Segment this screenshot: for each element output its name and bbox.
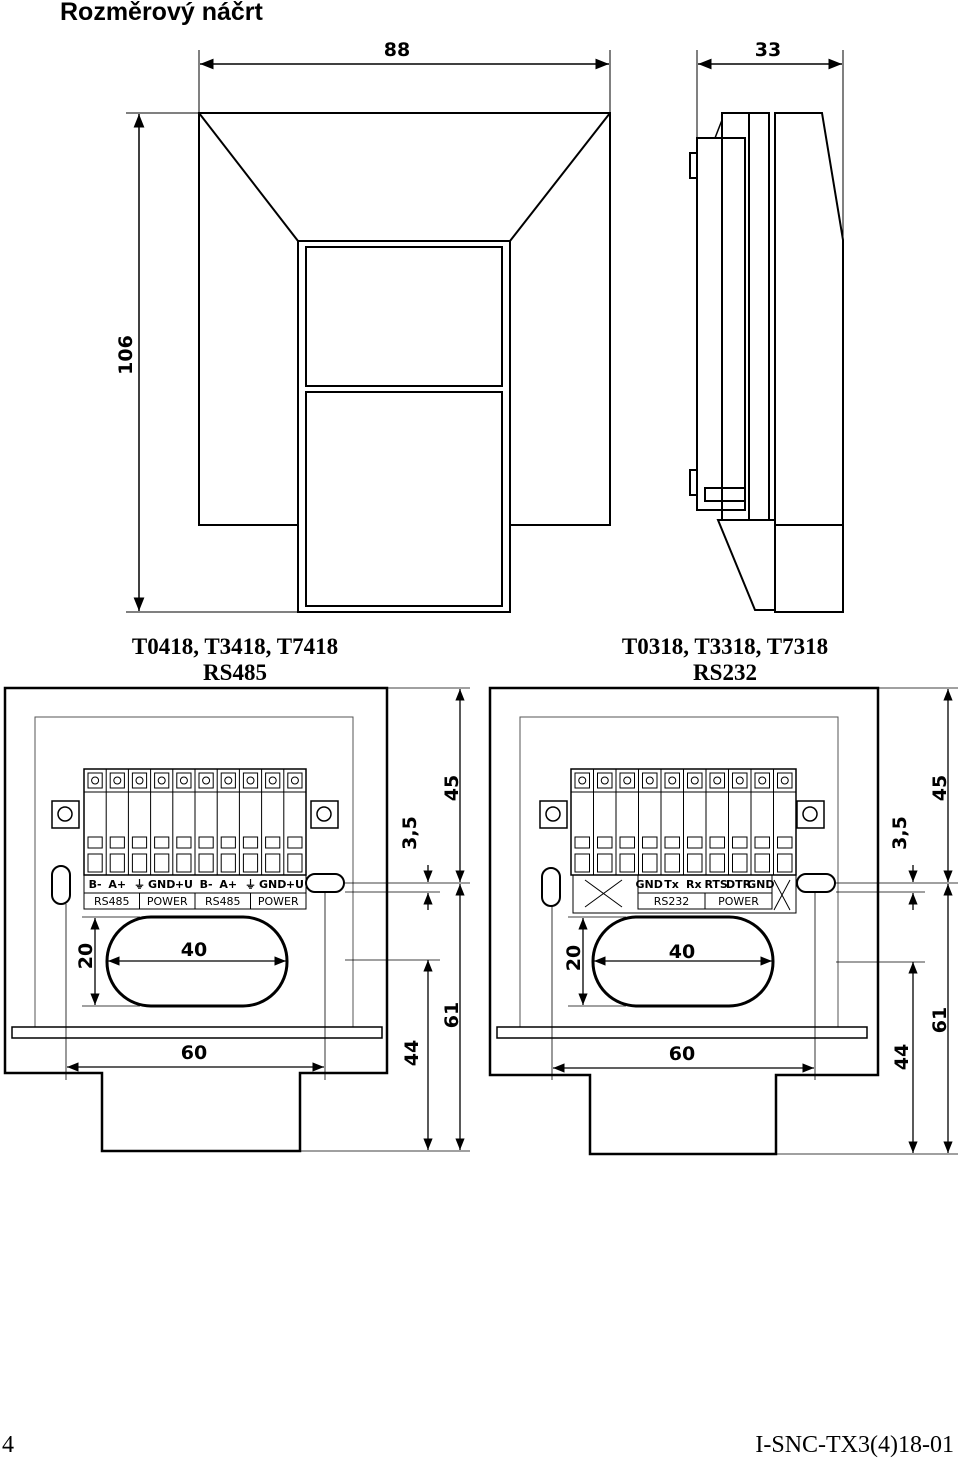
terminal-label: RTS <box>704 878 727 891</box>
terminal-slot <box>265 836 281 849</box>
terminal-screw <box>287 772 303 789</box>
terminal-label: GND <box>747 878 774 891</box>
dim-33: 33 <box>755 39 781 61</box>
terminal-label: B- <box>89 878 102 891</box>
dim-61-right: 61 <box>929 1007 951 1033</box>
terminal-slot <box>642 836 658 849</box>
unused-cross <box>773 879 791 911</box>
terminal-group-label: RS232 <box>654 895 690 908</box>
dim-44-left: 44 <box>401 1040 423 1066</box>
terminal-slot <box>597 836 613 849</box>
dim-3-5-right: 3,5 <box>889 816 911 850</box>
terminal-screw <box>732 772 748 789</box>
terminal-screw <box>687 772 703 789</box>
terminal-label: +U <box>175 878 193 891</box>
dim-20-left: 20 <box>75 943 97 969</box>
terminal-group-label: POWER <box>147 895 188 908</box>
terminal-slot <box>754 836 770 849</box>
dim-61-left: 61 <box>441 1002 463 1028</box>
terminal-label: Tx <box>664 878 679 891</box>
terminal-label: A+ <box>108 878 126 891</box>
dim-60-left: 60 <box>181 1042 207 1064</box>
dim-3-5-left: 3,5 <box>399 816 421 850</box>
terminal-slot <box>242 836 259 849</box>
page-heading: Rozměrový náčrt <box>60 0 263 26</box>
terminal-label: GND <box>259 878 286 891</box>
terminal-screw <box>176 772 192 789</box>
left-module-caption: T0418, T3418, T7418 RS485 <box>110 634 360 686</box>
dim-106: 106 <box>115 335 137 375</box>
document-code: I-SNC-TX3(4)18-01 <box>755 1432 954 1458</box>
terminal-slot <box>220 836 236 849</box>
terminal-screw <box>87 772 103 789</box>
terminal-screw <box>131 772 148 789</box>
terminal-slot <box>131 836 148 849</box>
terminal-screw <box>220 772 236 789</box>
front-view <box>126 50 611 613</box>
terminal-label: +U <box>286 878 304 891</box>
right-interface-label: RS232 <box>693 660 757 685</box>
terminal-screw <box>265 772 281 789</box>
terminal-screw <box>109 772 125 789</box>
terminal-slot <box>687 836 703 849</box>
terminal-slot <box>732 836 748 849</box>
terminal-screw <box>642 772 658 789</box>
terminal-group-label: RS485 <box>205 895 241 908</box>
terminal-label: GND <box>148 878 175 891</box>
dim-40-left: 40 <box>181 939 207 961</box>
page-number: 4 <box>2 1432 14 1458</box>
terminal-label: ⏚ <box>134 878 145 891</box>
dim-88: 88 <box>384 39 410 61</box>
terminal-label: Rx <box>686 878 702 891</box>
left-interface-label: RS485 <box>203 660 267 685</box>
right-module-caption: T0318, T3318, T7318 RS232 <box>600 634 850 686</box>
terminal-slot <box>198 836 214 849</box>
terminal-label: GND <box>635 878 662 891</box>
terminal-screw <box>154 772 170 789</box>
dim-44-right: 44 <box>891 1044 913 1070</box>
terminal-screw <box>619 772 635 789</box>
dim-60-right: 60 <box>669 1043 695 1065</box>
terminal-slot <box>619 836 635 849</box>
terminal-label: A+ <box>219 878 237 891</box>
terminal-screw <box>664 772 680 789</box>
terminal-slot <box>664 836 680 849</box>
dim-20-right: 20 <box>563 945 585 971</box>
terminal-screw <box>597 772 613 789</box>
terminal-slot <box>777 836 793 849</box>
terminal-slot <box>709 836 725 849</box>
dim-45-right: 45 <box>929 775 951 801</box>
terminal-label: B- <box>200 878 213 891</box>
terminal-group-label: RS485 <box>94 895 130 908</box>
terminal-screw <box>242 772 259 789</box>
terminal-label: ⏚ <box>245 878 256 891</box>
terminal-slot <box>574 836 590 849</box>
terminal-slot <box>287 836 303 849</box>
terminal-group-label: POWER <box>258 895 299 908</box>
terminal-slot <box>109 836 125 849</box>
terminal-slot <box>154 836 170 849</box>
unused-cross <box>584 879 623 908</box>
dim-40-right: 40 <box>669 941 695 963</box>
terminal-screw <box>574 772 590 789</box>
side-view <box>689 50 844 613</box>
left-models-label: T0418, T3418, T7418 <box>131 634 339 659</box>
terminal-screw <box>777 772 793 789</box>
terminal-screw <box>198 772 214 789</box>
right-models-label: T0318, T3318, T7318 <box>621 634 829 659</box>
terminal-slot <box>176 836 192 849</box>
terminal-screw <box>709 772 725 789</box>
terminal-label: DTR <box>726 878 752 891</box>
terminal-group-label: POWER <box>718 895 759 908</box>
terminal-screw <box>754 772 770 789</box>
terminal-slot <box>87 836 103 849</box>
dim-45-left: 45 <box>441 775 463 801</box>
